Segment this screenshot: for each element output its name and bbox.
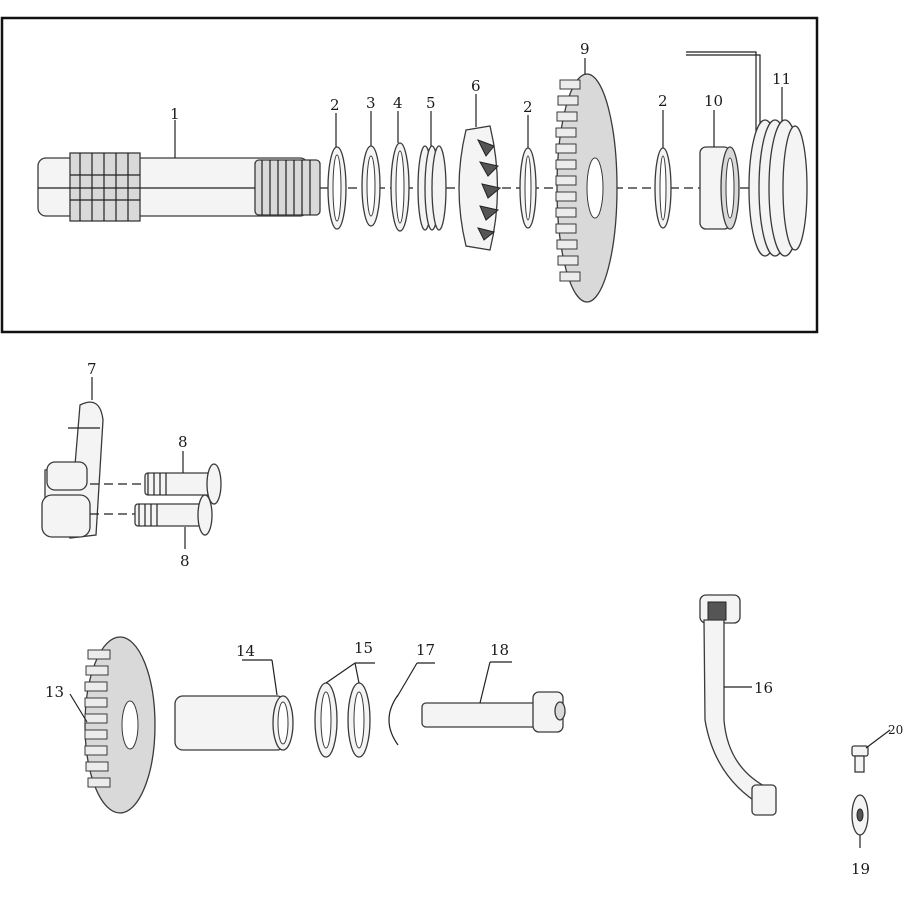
label-part-2-c: 2 <box>658 92 668 110</box>
part-17-circlip <box>388 694 399 746</box>
part-8-bolt-upper <box>90 463 222 505</box>
label-part-1: 1 <box>170 105 180 123</box>
label-part-19: 19 <box>851 860 870 878</box>
shaft-assembly-frame <box>0 16 819 334</box>
label-part-4: 4 <box>393 94 403 112</box>
part-1-kick-shaft <box>37 152 321 222</box>
label-part-3: 3 <box>366 94 376 112</box>
part-10-bushing <box>699 146 740 230</box>
label-part-11: 11 <box>772 70 791 88</box>
part-20-bolt <box>851 745 869 773</box>
part-19-washer <box>851 794 869 836</box>
label-part-14: 14 <box>236 642 255 660</box>
label-part-15: 15 <box>354 639 373 657</box>
part-11-return-spring <box>686 51 808 257</box>
label-part-17: 17 <box>416 641 435 659</box>
part-3-washer <box>361 145 381 227</box>
part-13-idle-gear <box>84 636 156 814</box>
label-part-8-upper: 8 <box>178 433 188 451</box>
part-18-shaft-pin <box>421 691 566 733</box>
label-part-13: 13 <box>45 683 64 701</box>
part-2-circlip-a <box>327 146 347 230</box>
part-16-kick-lever <box>699 594 777 816</box>
label-part-5: 5 <box>426 94 436 112</box>
label-part-2-b: 2 <box>523 98 533 116</box>
label-part-9: 9 <box>580 40 590 58</box>
part-2-circlip-c <box>654 147 672 229</box>
label-part-18: 18 <box>490 641 509 659</box>
label-part-20: 20 <box>888 723 903 737</box>
part-6-ratchet <box>458 125 502 251</box>
part-5-spring <box>417 145 447 231</box>
part-9-kick-gear <box>555 73 618 303</box>
part-8-bolt-lower <box>90 494 213 536</box>
part-7-pivot-arm <box>41 401 104 539</box>
label-part-2-a: 2 <box>330 96 340 114</box>
label-part-7: 7 <box>87 360 97 378</box>
label-part-8-lower: 8 <box>180 552 190 570</box>
label-part-6: 6 <box>471 77 481 95</box>
part-2-circlip-b <box>519 147 537 229</box>
part-4-ring <box>390 142 410 232</box>
label-part-16: 16 <box>754 679 773 697</box>
label-part-10: 10 <box>704 92 723 110</box>
part-15-washers <box>314 682 371 758</box>
leader-lines <box>69 58 891 848</box>
part-number-labels: 1 2 3 4 5 6 2 9 2 10 11 7 8 8 13 14 15 1… <box>45 40 903 878</box>
part-14-sleeve <box>174 695 294 751</box>
